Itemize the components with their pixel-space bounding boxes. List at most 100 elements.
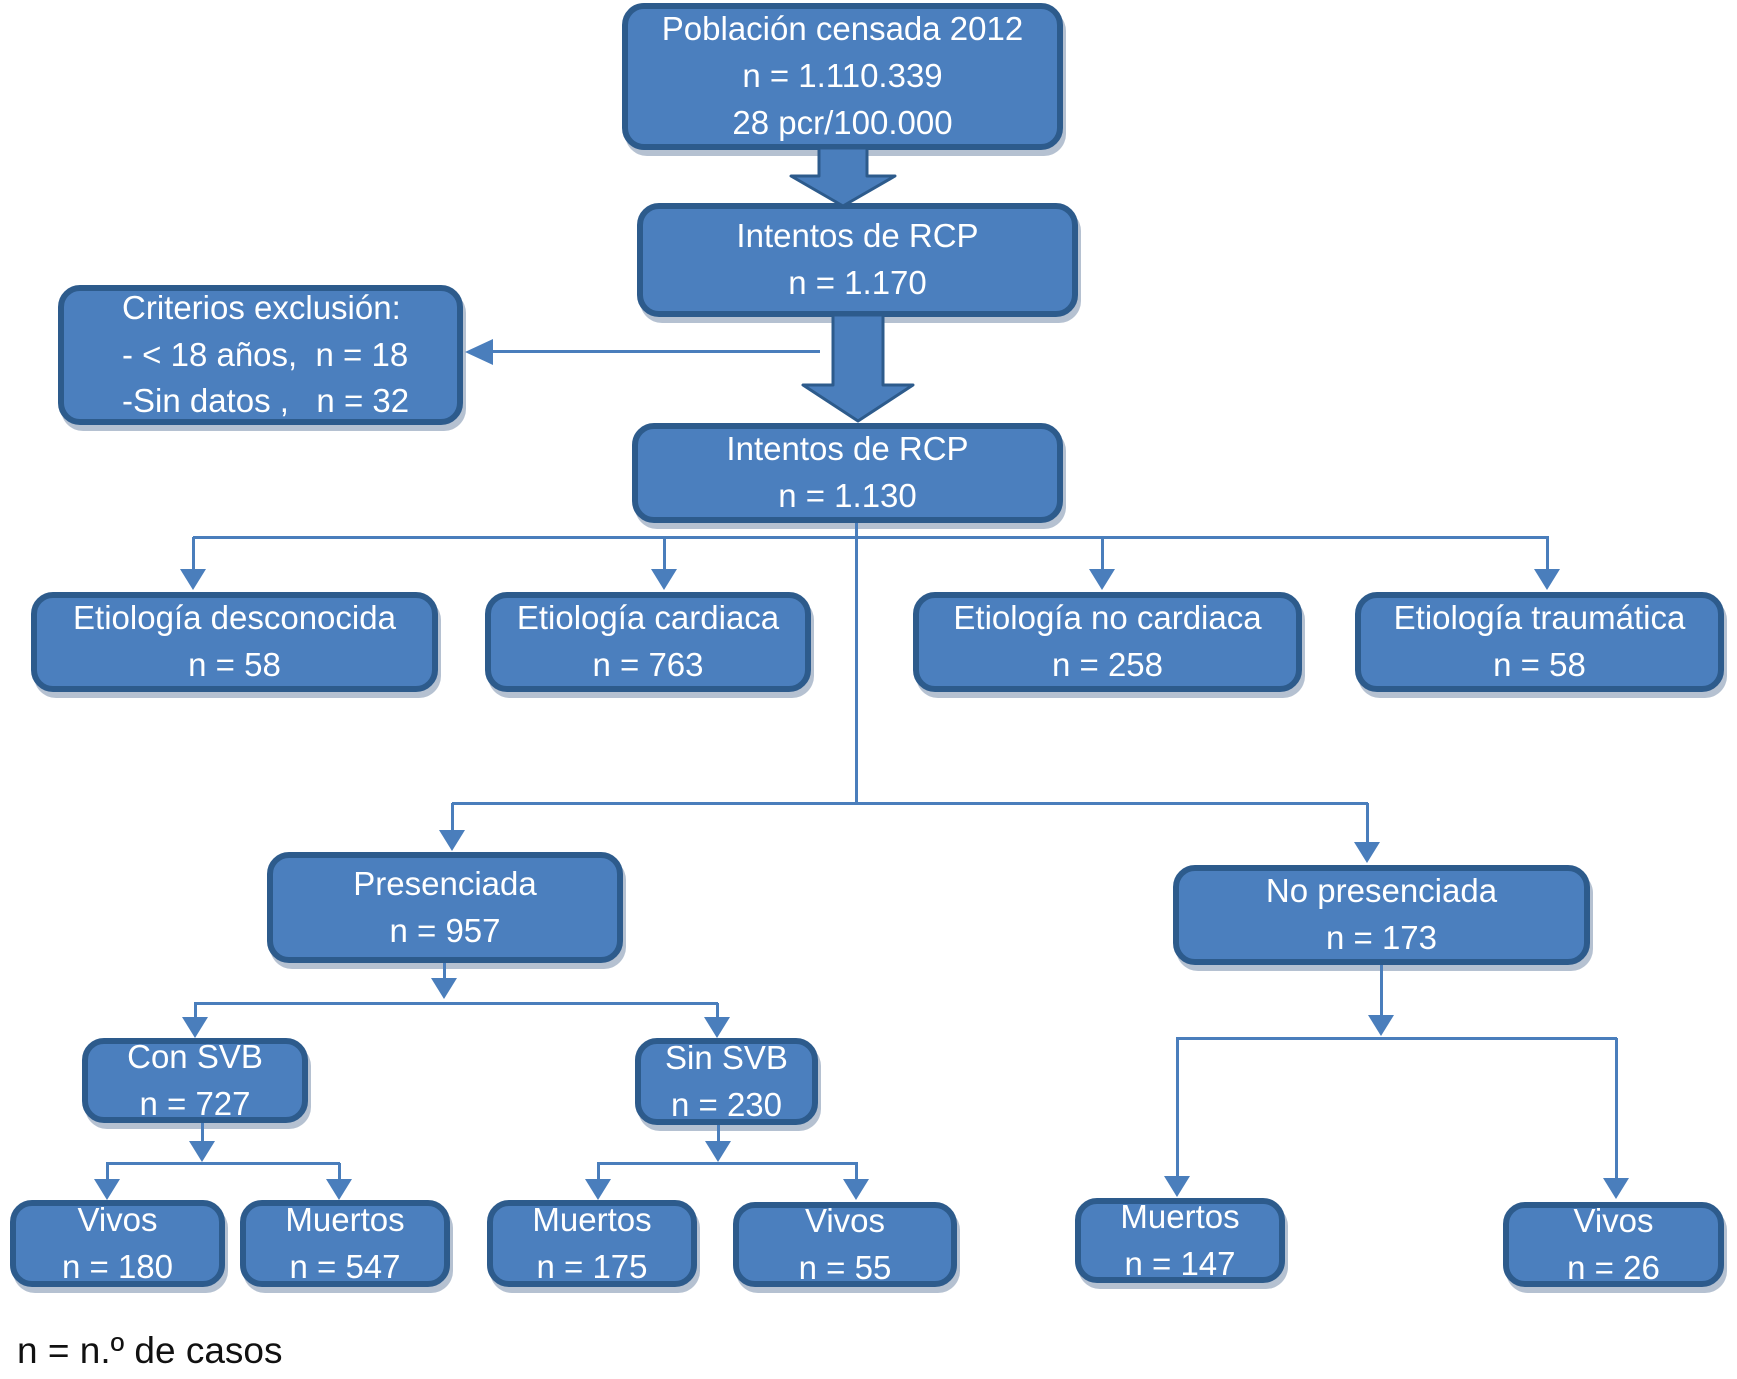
- node-etiologia-desconocida: Etiología desconocida n = 58: [31, 592, 438, 692]
- connector-line: [1101, 537, 1104, 569]
- node-text: 28 pcr/100.000: [732, 103, 953, 141]
- node-text: Etiología desconocida: [73, 599, 396, 637]
- node-text: Etiología cardiaca: [516, 599, 780, 637]
- connector-line: [855, 1163, 858, 1179]
- connector-line: [663, 537, 666, 569]
- node-text: Muertos: [1120, 1197, 1240, 1235]
- node-con-svb: Con SVB n = 727: [82, 1038, 308, 1123]
- arrowhead-down-icon: [704, 1017, 730, 1038]
- node-text: Muertos: [285, 1200, 405, 1238]
- node-text: n = 1.110.339: [742, 57, 943, 95]
- arrowhead-down-icon: [1089, 569, 1115, 590]
- arrowhead-down-icon: [1603, 1178, 1629, 1199]
- node-muertos-con-svb: Muertos n = 547: [240, 1200, 450, 1287]
- node-vivos-sin-svb: Vivos n = 55: [733, 1202, 957, 1287]
- arrowhead-down-icon: [431, 978, 457, 999]
- node-text: Intentos de RCP: [726, 430, 969, 468]
- connector-line: [855, 523, 858, 538]
- node-text: No presenciada: [1265, 872, 1498, 910]
- node-text: Presenciada: [353, 864, 537, 902]
- node-text: Etiología no cardiaca: [953, 599, 1262, 637]
- connector-line: [106, 1163, 109, 1179]
- connector-line: [1380, 965, 1383, 1015]
- node-criterios-exclusion: Criterios exclusión: - < 18 años, n = 18…: [58, 285, 463, 425]
- node-intentos-rcp-1130: Intentos de RCP n = 1.130: [632, 423, 1063, 523]
- arrowhead-down-icon: [705, 1141, 731, 1162]
- connector-line: [1546, 537, 1549, 569]
- arrowhead-down-icon: [1534, 569, 1560, 590]
- node-muertos-sin-svb: Muertos n = 175: [487, 1200, 697, 1287]
- block-arrow-down-icon: [801, 315, 915, 423]
- connector-line: [106, 1162, 340, 1165]
- arrowhead-down-icon: [182, 1017, 208, 1038]
- arrowhead-down-icon: [1354, 842, 1380, 863]
- node-text: n = 763: [592, 646, 704, 683]
- arrowhead-down-icon: [1368, 1015, 1394, 1036]
- connector-line: [490, 350, 820, 353]
- node-text: Población censada 2012: [661, 10, 1024, 48]
- node-text: Intentos de RCP: [736, 217, 979, 255]
- node-etiologia-cardiaca: Etiología cardiaca n = 763: [485, 592, 811, 692]
- node-text: - < 18 años, n = 18: [122, 335, 409, 373]
- node-sin-svb: Sin SVB n = 230: [635, 1038, 818, 1125]
- node-text: n = 547: [289, 1247, 401, 1285]
- node-text: Etiología traumática: [1393, 599, 1686, 637]
- node-no-presenciada: No presenciada n = 173: [1173, 865, 1590, 965]
- node-text: n = 58: [188, 646, 281, 683]
- connector-line: [451, 803, 454, 830]
- node-poblacion-censada: Población censada 2012 n = 1.110.339 28 …: [622, 3, 1063, 150]
- node-text: n = 180: [61, 1247, 174, 1285]
- arrowhead-down-icon: [1164, 1176, 1190, 1197]
- arrowhead-down-icon: [94, 1179, 120, 1200]
- node-text: n = 175: [536, 1247, 648, 1285]
- connector-line: [194, 1002, 718, 1005]
- connector-line: [201, 1123, 204, 1141]
- node-text: n = 1.130: [778, 477, 917, 514]
- connector-line: [1176, 1037, 1617, 1040]
- connector-line: [452, 802, 1368, 805]
- footnote-legend: n = n.º de casos: [17, 1330, 283, 1371]
- node-text: n = 147: [1124, 1244, 1236, 1282]
- connector-line: [192, 537, 195, 569]
- block-arrow-down-icon: [789, 148, 897, 208]
- connector-line: [1366, 803, 1369, 842]
- node-text: Vivos: [1573, 1201, 1654, 1239]
- connector-line: [193, 536, 1549, 539]
- connector-line: [1615, 1038, 1618, 1178]
- arrowhead-down-icon: [180, 569, 206, 590]
- node-text: n = 26: [1567, 1248, 1660, 1286]
- node-text: n = 55: [798, 1248, 892, 1286]
- arrowhead-down-icon: [189, 1141, 215, 1162]
- node-text: n = 230: [670, 1085, 783, 1123]
- node-text: n = 173: [1325, 919, 1438, 956]
- arrowhead-down-icon: [843, 1179, 869, 1200]
- connector-line: [717, 1125, 720, 1141]
- connector-line: [194, 1003, 197, 1017]
- node-etiologia-no-cardiaca: Etiología no cardiaca n = 258: [913, 592, 1302, 692]
- node-text: n = 1.170: [788, 264, 927, 301]
- connector-line: [1176, 1038, 1179, 1176]
- node-text: Vivos: [804, 1201, 886, 1239]
- arrowhead-down-icon: [651, 569, 677, 590]
- node-text: n = 258: [1051, 646, 1164, 683]
- node-text: Criterios exclusión:: [122, 288, 401, 326]
- node-text: n = 727: [139, 1084, 251, 1122]
- arrowhead-left-icon: [465, 339, 493, 365]
- connector-line: [597, 1162, 858, 1165]
- node-vivos-con-svb: Vivos n = 180: [10, 1200, 225, 1287]
- node-intentos-rcp-1170: Intentos de RCP n = 1.170: [637, 203, 1078, 317]
- node-text: Vivos: [77, 1200, 158, 1238]
- arrowhead-down-icon: [439, 830, 465, 851]
- node-text: Sin SVB: [665, 1038, 788, 1076]
- node-text: -Sin datos , n = 32: [122, 382, 410, 420]
- node-text: n = 58: [1493, 646, 1586, 683]
- connector-line: [443, 963, 446, 978]
- node-muertos-no-presenciada: Muertos n = 147: [1075, 1198, 1285, 1283]
- connector-line: [716, 1003, 719, 1017]
- connector-line: [338, 1163, 341, 1179]
- node-text: Con SVB: [127, 1037, 263, 1075]
- node-text: Muertos: [532, 1200, 652, 1238]
- connector-line: [855, 537, 858, 804]
- node-etiologia-traumatica: Etiología traumática n = 58: [1355, 592, 1724, 692]
